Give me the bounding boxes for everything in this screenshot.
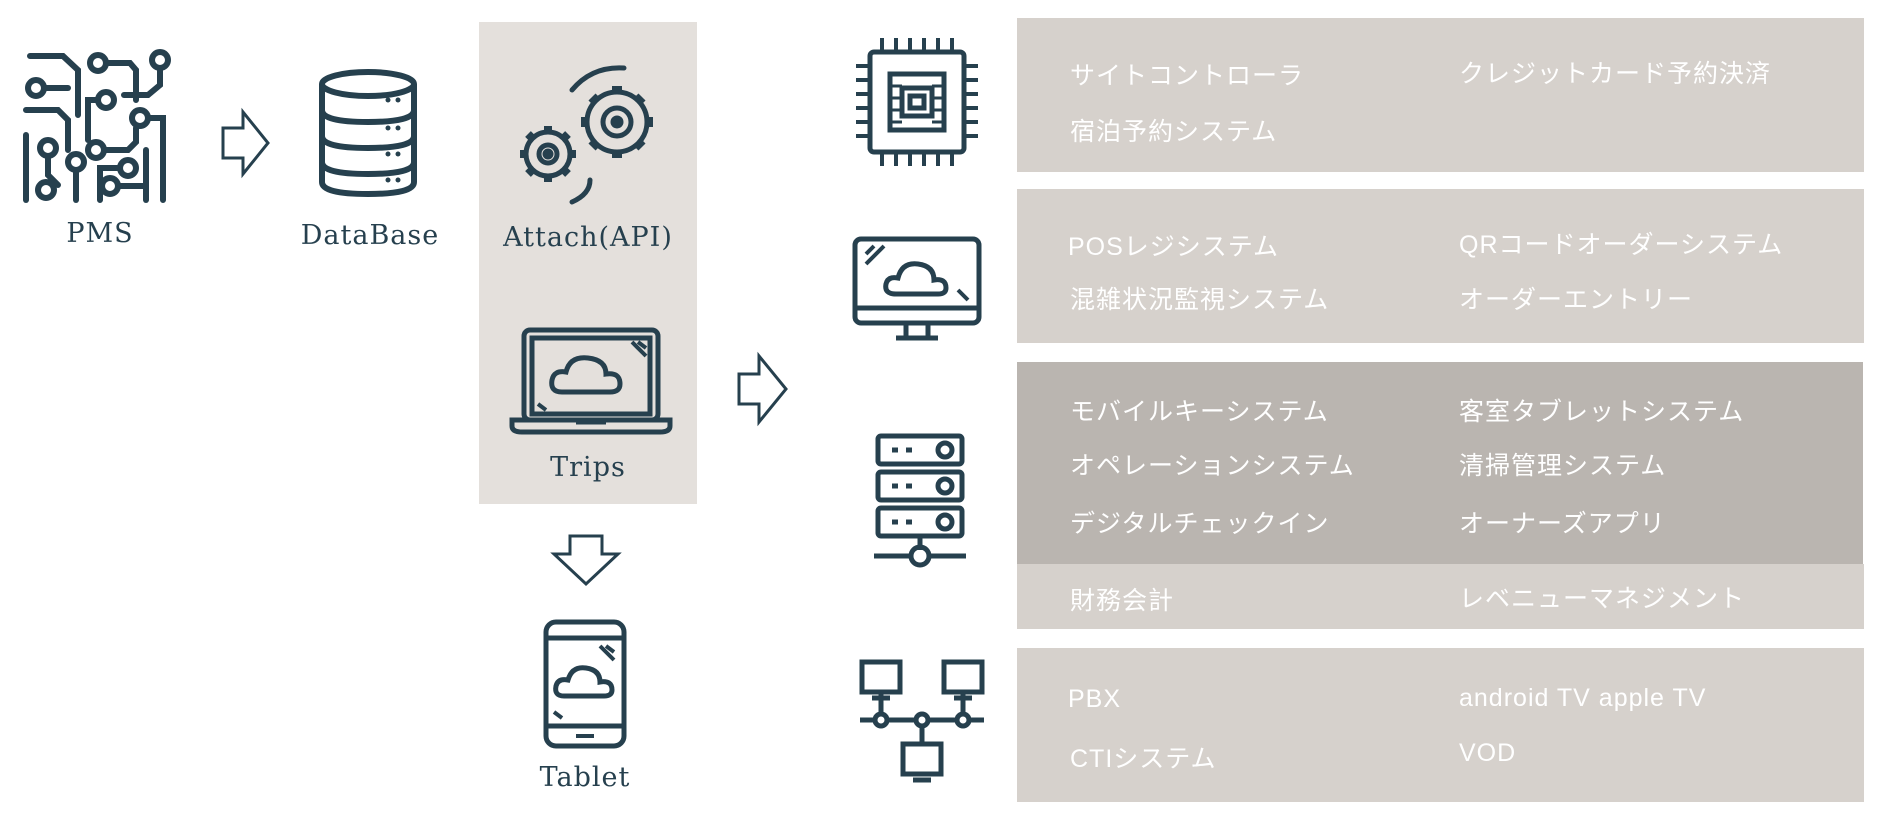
list-item: 清掃管理システム [1459, 452, 1667, 480]
database-icon [319, 69, 417, 198]
list-item: PBX [1068, 685, 1122, 713]
tablet-label: Tablet [539, 762, 631, 793]
arrow-down-icon [550, 534, 622, 587]
group-panel-1: サイトコントローラ クレジットカード予約決済 宿泊予約システム [1017, 18, 1864, 172]
group-panel-4: PBX android TV apple TV CTIシステム VOD [1017, 648, 1864, 802]
group-panel-3-footer: 財務会計 レベニューマネジメント [1017, 564, 1864, 629]
list-item: モバイルキーシステム [1070, 398, 1329, 426]
list-item: VOD [1459, 739, 1517, 767]
list-item: レベニューマネジメント [1459, 585, 1746, 613]
list-item: オーナーズアプリ [1459, 510, 1666, 538]
laptop-cloud-icon [509, 327, 673, 435]
cpu-icon [856, 38, 978, 166]
list-item: 混雑状況監視システム [1070, 286, 1330, 314]
list-item: POSレジシステム [1068, 233, 1280, 261]
arrow-right-icon [737, 351, 788, 427]
trips-label: Trips [550, 452, 626, 483]
list-item: QRコードオーダーシステム [1459, 231, 1784, 259]
pms-label: PMS [66, 218, 134, 249]
group-panel-2: POSレジシステム QRコードオーダーシステム 混雑状況監視システム オーダーエ… [1017, 189, 1864, 343]
list-item: 宿泊予約システム [1070, 118, 1278, 146]
list-item: オペレーションシステム [1070, 452, 1355, 480]
list-item: 財務会計 [1070, 587, 1175, 615]
database-label: DataBase [300, 220, 440, 251]
network-icon [859, 659, 985, 783]
list-item: サイトコントローラ [1070, 62, 1305, 90]
circuit-icon [23, 49, 171, 203]
arrow-right-icon [221, 107, 270, 179]
group-panel-3: モバイルキーシステム 客室タブレットシステム オペレーションシステム 清掃管理シ… [1017, 362, 1863, 564]
list-item: クレジットカード予約決済 [1459, 60, 1772, 88]
api-label: Attach(API) [503, 222, 673, 253]
server-icon [874, 433, 966, 568]
list-item: オーダーエントリー [1459, 286, 1694, 314]
monitor-cloud-icon [852, 236, 982, 341]
list-item: CTIシステム [1070, 745, 1217, 773]
phone-cloud-icon [543, 619, 627, 749]
list-item: android TV apple TV [1459, 684, 1707, 712]
gears-icon [520, 65, 653, 205]
list-item: デジタルチェックイン [1070, 510, 1330, 538]
list-item: 客室タブレットシステム [1459, 398, 1745, 426]
